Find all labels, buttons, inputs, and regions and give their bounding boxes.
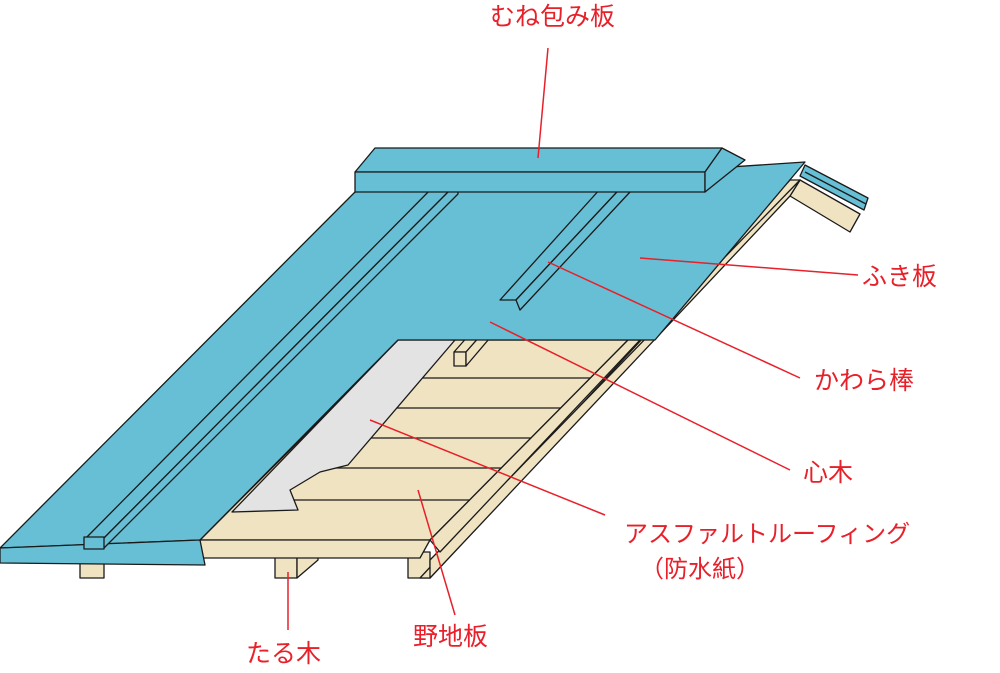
- label-underlayment: アスファルトルーフィング: [624, 520, 911, 548]
- leader-ridge-cap: [537, 47, 549, 159]
- leader-underlayment: [369, 419, 606, 516]
- underlayment-paper: [231, 339, 456, 513]
- leader-roof-sheet: [639, 257, 859, 276]
- rafter-2: [274, 555, 298, 579]
- label-sheathing: 野地板: [413, 622, 489, 651]
- edge-flashing: [799, 164, 869, 211]
- label-underlayment-note: （防水紙）: [640, 555, 760, 583]
- sheathing-deck: [199, 339, 641, 559]
- label-core-wood: 心木: [803, 458, 854, 487]
- leader-lines: [287, 47, 859, 630]
- label-roof-sheet: ふき板: [862, 262, 938, 291]
- ridge-cap: [354, 147, 746, 193]
- label-batten: かわら棒: [814, 366, 915, 395]
- label-ridge-cap: むね包み板: [490, 2, 616, 31]
- leader-sheathing: [417, 489, 456, 616]
- leader-batten: [547, 261, 801, 379]
- leader-core-wood: [489, 321, 791, 471]
- label-rafter: たる木: [246, 639, 322, 668]
